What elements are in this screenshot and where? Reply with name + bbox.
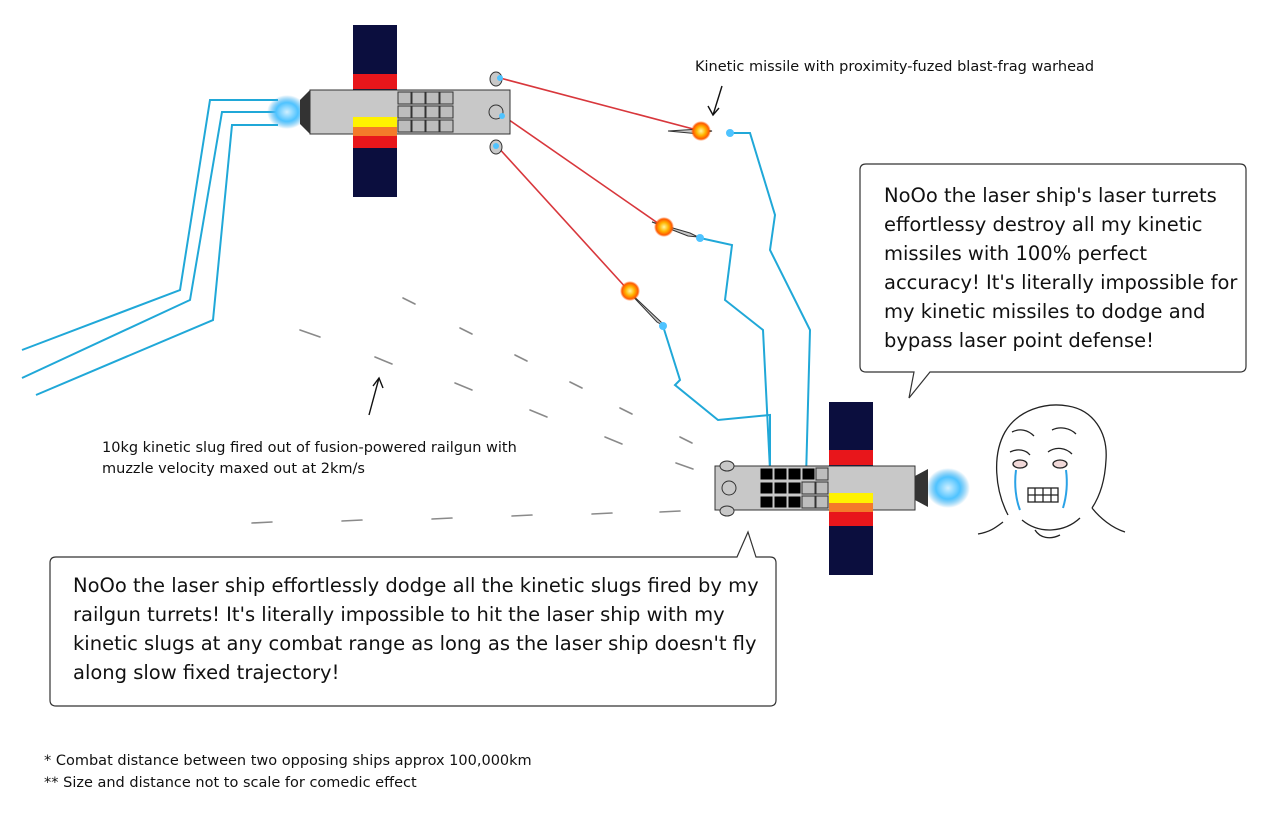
engine-trails-top-ship <box>21 99 278 396</box>
missile-icon <box>620 281 667 330</box>
bubble-line: my kinetic missiles to dodge and <box>884 300 1206 323</box>
bubble-line: accuracy! It's literally impossible for <box>884 271 1238 294</box>
slug-label-line1: 10kg kinetic slug fired out of fusion-po… <box>102 440 517 456</box>
bubble-line: NoOo the laser ship's laser turrets <box>884 184 1217 207</box>
footnote-scale: ** Size and distance not to scale for co… <box>44 775 417 791</box>
missile-trails <box>662 132 812 501</box>
missile-ship-icon <box>267 25 511 197</box>
arrow-icon <box>707 85 723 117</box>
laser-ship-bubble-text: NoOo the laser ship's laser turrets effo… <box>884 181 1237 355</box>
bubble-line: kinetic slugs at any combat range as lon… <box>73 632 757 655</box>
bubble-line: along slow fixed trajectory! <box>73 661 340 684</box>
missile-icon <box>651 217 704 242</box>
laser-beams <box>495 77 698 291</box>
railgun-slugs <box>251 297 694 524</box>
laser-ship-bubble-shape <box>859 163 1247 399</box>
missile-icon <box>667 121 734 141</box>
bubble-line: railgun turrets! It's literally impossib… <box>73 603 725 626</box>
explosion-icon <box>691 121 711 141</box>
railgun-bubble-shape <box>49 530 777 707</box>
railgun-bubble-text: NoOo the laser ship effortlessly dodge a… <box>73 571 759 687</box>
bubble-line: effortlessy destroy all my kinetic <box>884 213 1203 236</box>
explosion-icon <box>620 281 640 301</box>
explosion-icon <box>654 217 674 237</box>
crying-wojak-icon <box>977 404 1126 539</box>
bubble-line: bypass laser point defense! <box>884 329 1155 352</box>
missile-label: Kinetic missile with proximity-fuzed bla… <box>695 59 1095 75</box>
slug-label-line2: muzzle velocity maxed out at 2km/s <box>102 461 365 477</box>
arrow-icon <box>368 376 384 416</box>
bubble-line: NoOo the laser ship effortlessly dodge a… <box>73 574 759 597</box>
laser-ship-icon <box>714 402 970 575</box>
bubble-line: missiles with 100% perfect <box>884 242 1148 265</box>
footnote-distance: * Combat distance between two opposing s… <box>44 753 532 769</box>
